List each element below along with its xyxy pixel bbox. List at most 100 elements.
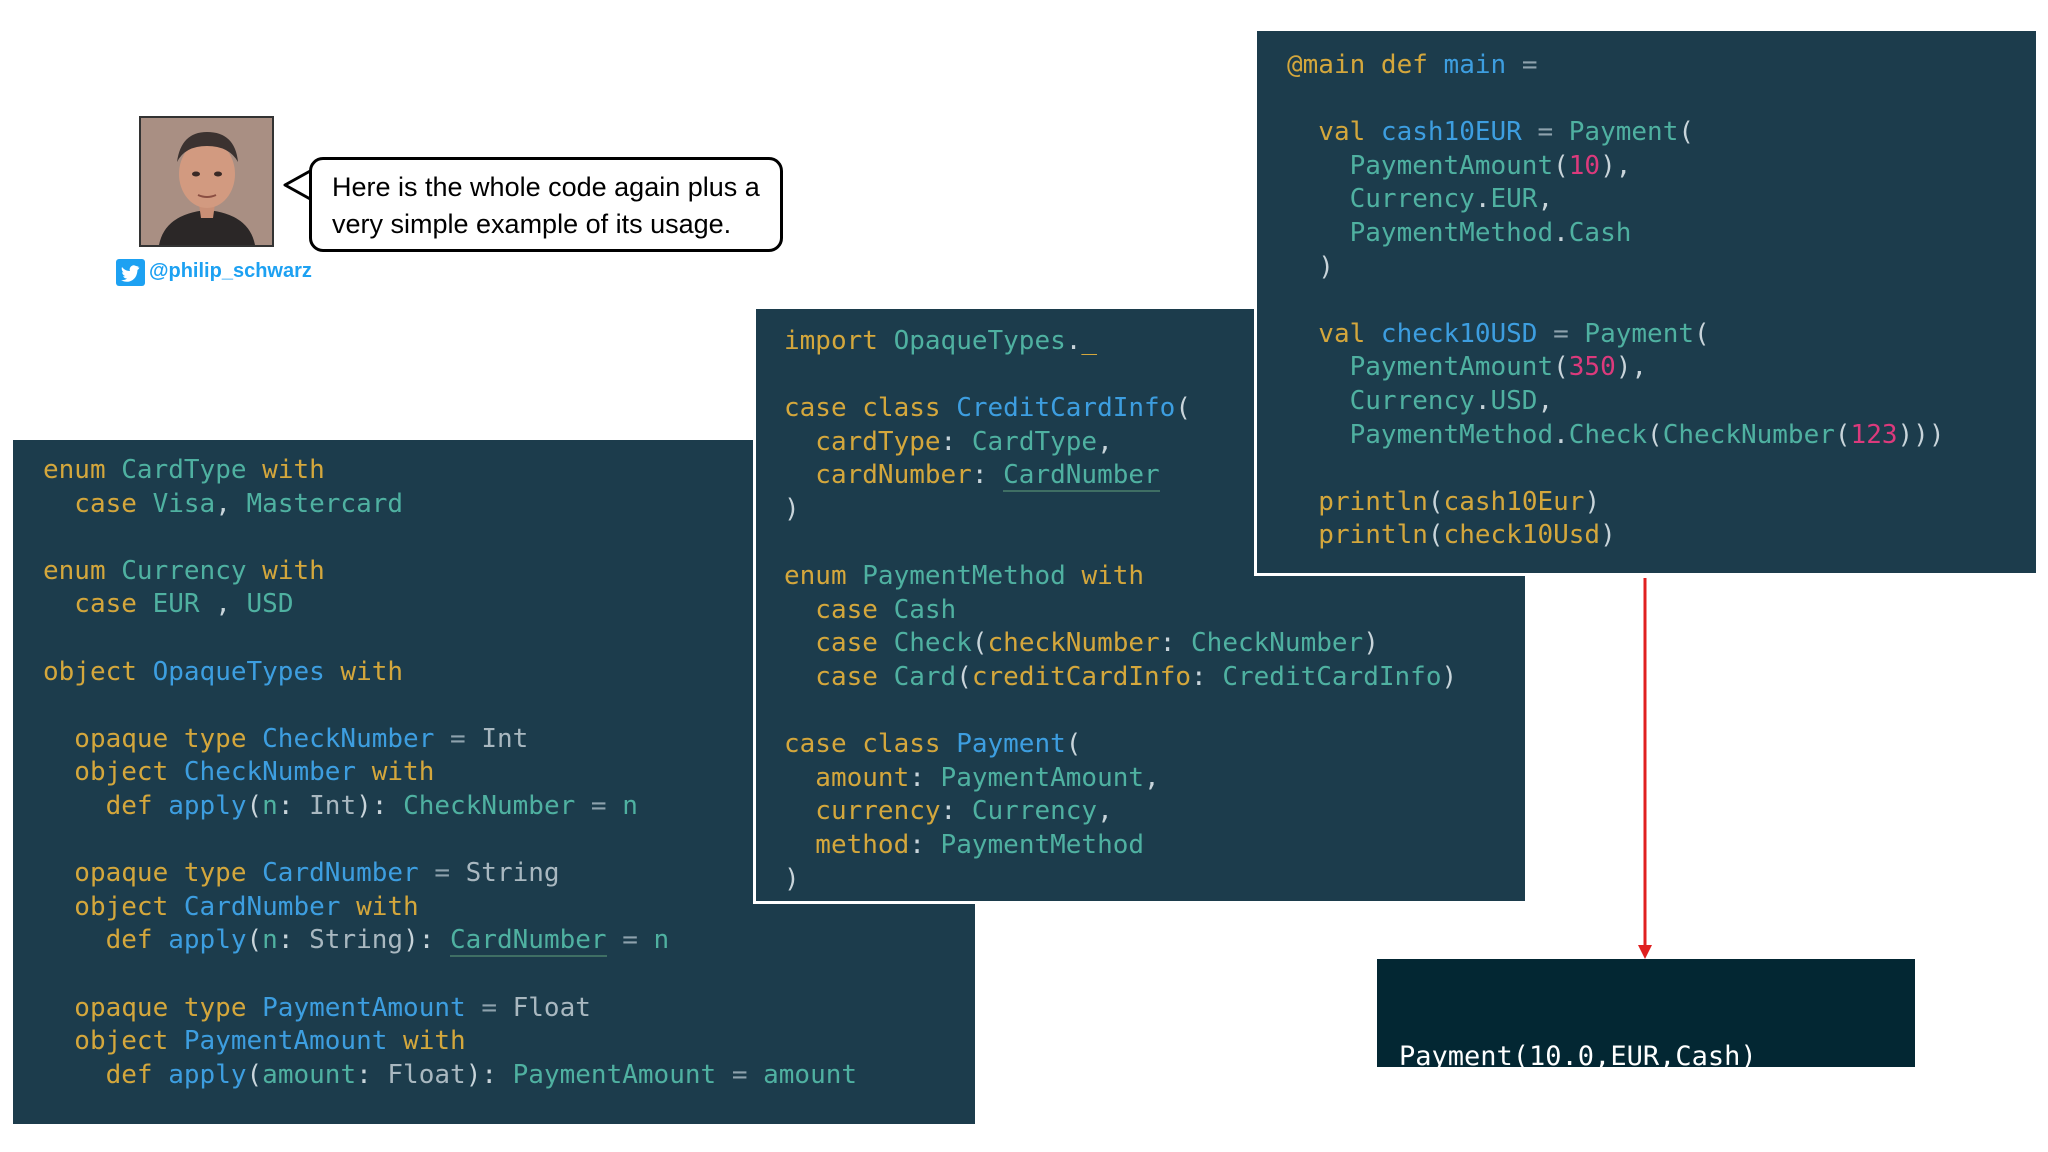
code-token: PaymentAmount: [512, 1059, 732, 1090]
code-line: ): [784, 863, 1525, 897]
code-token: .: [1474, 385, 1491, 416]
code-line: case class CreditCardInfo(: [784, 392, 1525, 426]
code-token: (: [1834, 419, 1851, 450]
code-line: [1287, 452, 2036, 486]
code-token: =: [1537, 117, 1569, 148]
code-token: :: [1159, 628, 1192, 659]
code-token: :: [909, 762, 941, 793]
code-token: ):: [403, 925, 451, 956]
code-line: @main def main =: [1287, 49, 2036, 83]
code-token: PaymentAmount: [262, 992, 482, 1023]
code-token: (: [1553, 352, 1569, 383]
code-token: (: [1647, 419, 1663, 450]
code-token: CheckNumber: [183, 757, 372, 788]
code-line: PaymentAmount(10),: [1287, 150, 2036, 184]
code-token: (: [1427, 486, 1444, 517]
code-token: =: [481, 992, 513, 1023]
speech-bubble: Here is the whole code again plus a very…: [309, 157, 783, 252]
code-token: String: [465, 858, 560, 889]
code-token: (: [1694, 318, 1710, 349]
code-token: (: [1553, 150, 1569, 181]
twitter-handle[interactable]: @philip_schwarz: [149, 260, 312, 282]
code-line: case Visa, Mastercard: [43, 488, 975, 522]
code-token: def: [43, 1059, 169, 1090]
code-token: PaymentMethod: [1287, 217, 1554, 248]
code-token: :: [940, 426, 972, 457]
code-line: [1287, 284, 2036, 318]
code-token: check10Usd: [1443, 520, 1601, 551]
code-token: :: [971, 460, 1004, 491]
code-token: .: [1553, 217, 1569, 248]
twitter-icon: [116, 259, 145, 286]
code-token: (: [1427, 520, 1444, 551]
code-token: println: [1287, 486, 1428, 517]
code-token: Payment: [1584, 318, 1694, 349]
code-line: def apply(amount: Float): PaymentAmount …: [43, 1059, 975, 1093]
code-token: opaque type: [43, 858, 263, 889]
code-line: case Cash: [784, 594, 1525, 628]
code-token: Mastercard: [246, 488, 404, 519]
code-token: opaque type: [43, 723, 263, 754]
code-token: with: [403, 1026, 466, 1057]
code-line: case class Payment(: [784, 728, 1525, 762]
code-token: ,: [1097, 426, 1113, 457]
code-token: CheckNumber: [1662, 419, 1835, 450]
code-token: :: [356, 1059, 388, 1090]
code-token: USD: [246, 589, 294, 620]
code-token: with: [262, 455, 325, 485]
code-token: CardType: [971, 426, 1098, 457]
code-line: object OpaqueTypes with: [43, 656, 975, 690]
code-token: main: [1443, 50, 1522, 80]
code-token: Card: [893, 661, 957, 692]
code-line: val check10USD = Payment(: [1287, 318, 2036, 352]
code-token: ,: [215, 589, 247, 620]
code-token: .: [1553, 419, 1569, 450]
code-token: PaymentMethod: [1287, 419, 1554, 450]
code-token: Float: [512, 992, 591, 1023]
code-token: :: [1191, 661, 1223, 692]
code-token: ):: [356, 790, 404, 821]
code-token: ),: [1600, 150, 1632, 181]
code-token: :: [277, 790, 310, 821]
code-token: opaque type: [43, 992, 263, 1023]
code-token: USD: [1490, 385, 1538, 416]
code-token: ): [1287, 251, 1334, 282]
author-avatar: [139, 116, 274, 247]
code-line: PaymentMethod.Cash: [1287, 217, 2036, 251]
speech-text: Here is the whole code again plus a very…: [332, 172, 760, 239]
code-token: ))): [1897, 419, 1945, 450]
code-line: enum CardType with: [43, 454, 975, 488]
code-line: Currency.EUR,: [1287, 183, 2036, 217]
code-token: amount: [262, 1059, 357, 1090]
code-token: PaymentMethod: [940, 829, 1145, 860]
code-token: CardNumber: [183, 891, 357, 922]
code-token: ): [1600, 520, 1616, 551]
code-token: :: [909, 829, 941, 860]
code-token: PaymentAmount: [183, 1026, 404, 1057]
code-token: ,: [1537, 385, 1554, 416]
code-line: ): [784, 493, 1525, 527]
code-line: [1287, 83, 2036, 117]
code-token: val: [1287, 117, 1381, 148]
code-token: CardNumber: [262, 858, 435, 889]
code-line: [43, 958, 975, 992]
code-token: n: [653, 925, 670, 956]
code-token: Check: [1568, 419, 1648, 450]
code-token: Currency: [121, 555, 263, 586]
code-token: =: [590, 790, 623, 821]
code-line: method: PaymentMethod: [784, 829, 1525, 863]
code-token: (: [246, 790, 263, 821]
code-token: apply: [168, 1059, 247, 1090]
code-token: ,: [1537, 184, 1554, 215]
code-token: import: [784, 326, 894, 356]
code-line: enum PaymentMethod with: [784, 560, 1525, 594]
code-token: ,: [1097, 796, 1113, 827]
code-panel-main: @main def main = val cash10EUR = Payment…: [1254, 28, 2039, 576]
code-line: [784, 695, 1525, 729]
code-token: currency: [784, 796, 941, 827]
code-token: Float: [387, 1059, 466, 1090]
code-token: Cash: [893, 594, 957, 625]
code-token: .: [1065, 326, 1082, 356]
code-token: ): [784, 493, 800, 524]
code-token: (: [1065, 729, 1082, 760]
